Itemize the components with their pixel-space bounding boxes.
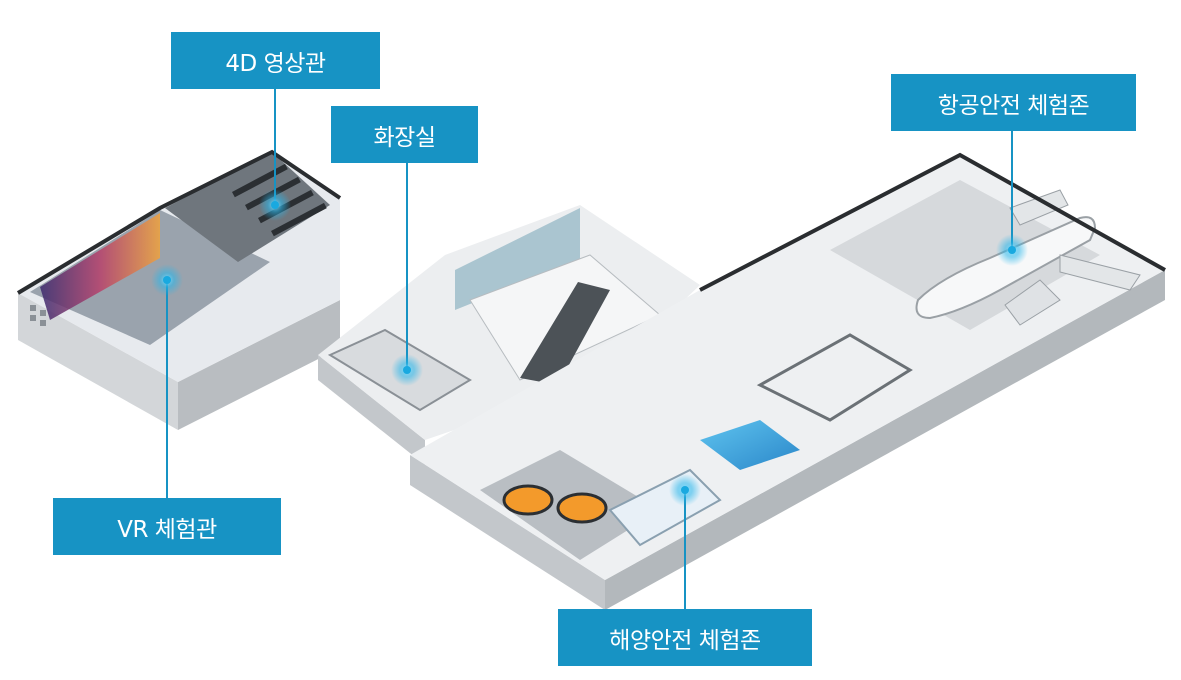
escalator xyxy=(520,282,610,385)
marker-aviation xyxy=(996,234,1028,266)
theater-4d-label: 4D 영상관 xyxy=(171,32,380,89)
vr-hall-screen xyxy=(40,213,160,320)
dome-frame xyxy=(756,333,913,422)
airplane-model xyxy=(915,189,1141,326)
vr-hall-label: VR 체험관 xyxy=(53,498,281,555)
vr-block-wall-top xyxy=(16,149,342,295)
zone-markers xyxy=(151,189,1028,506)
experience-block xyxy=(410,152,1166,610)
vr-block-front-wall xyxy=(178,300,340,430)
aviation-zone-label: 항공안전 체험존 xyxy=(891,74,1136,131)
vr-block-side-wall xyxy=(18,293,178,430)
vr-4d-block xyxy=(16,149,342,430)
experience-block-front-wall xyxy=(410,455,605,610)
marker-vr xyxy=(151,264,183,296)
restroom-label: 화장실 xyxy=(331,106,478,163)
central-block-wall xyxy=(318,355,425,465)
marker-4d xyxy=(259,189,291,221)
marker-restroom xyxy=(391,354,423,386)
life-raft-2 xyxy=(556,492,608,524)
marine-water xyxy=(700,420,800,470)
vr-windows xyxy=(30,305,46,326)
vr-hall-floor xyxy=(30,210,270,345)
glass-wall xyxy=(455,208,580,310)
marker-marine xyxy=(669,474,701,506)
leader-lines xyxy=(166,89,1013,609)
experience-block-wall-top xyxy=(699,152,1166,292)
experience-block-right-wall xyxy=(605,270,1165,610)
life-raft-1 xyxy=(502,484,554,516)
marine-zone-label: 해양안전 체험존 xyxy=(558,609,812,666)
